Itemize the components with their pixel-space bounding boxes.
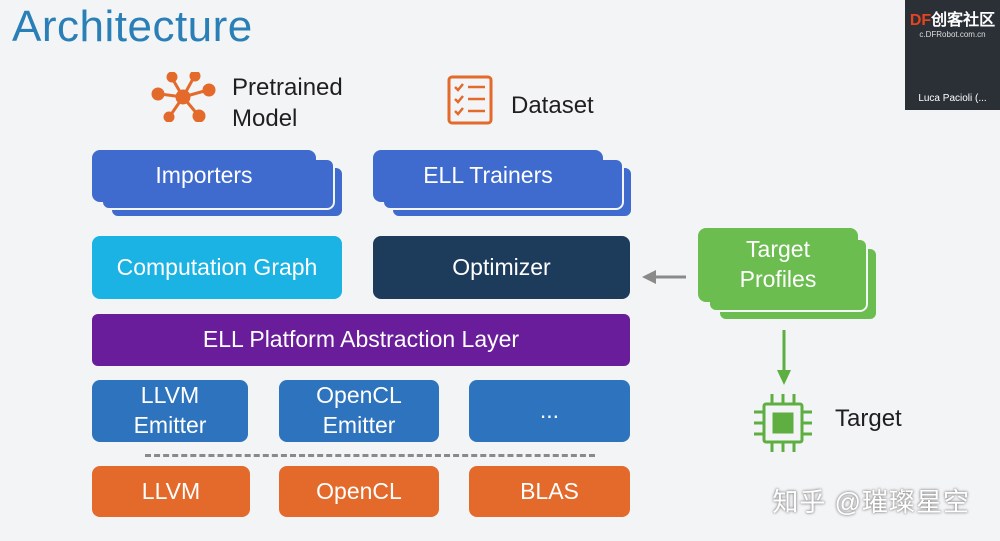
zhihu-watermark: 知乎 @璀璨星空 — [772, 487, 970, 517]
llvm-block: LLVM — [92, 466, 250, 517]
target-label: Target — [835, 405, 902, 432]
llvm-emitter-block: LLVM Emitter — [92, 380, 248, 442]
target-profiles-block: Target Profiles — [698, 228, 858, 302]
llvm-emitter-line2: Emitter — [133, 412, 207, 438]
optimizer-block: Optimizer — [373, 236, 630, 299]
dataset-label: Dataset — [511, 92, 594, 119]
llvm-emitter-line1: LLVM — [140, 382, 200, 409]
blas-block: BLAS — [469, 466, 630, 517]
opencl-block: OpenCL — [279, 466, 439, 517]
dashed-separator — [145, 454, 595, 457]
importers-block: Importers — [92, 150, 316, 202]
target-profiles-line2: Profiles — [739, 266, 817, 292]
video-thumbnail: DF创客社区 c.DFRobot.com.cn Luca Pacioli (..… — [905, 0, 1000, 110]
network-graph-icon — [151, 72, 216, 122]
logo-url: c.DFRobot.com.cn — [919, 30, 986, 39]
slide-title: Architecture — [12, 2, 253, 51]
target-profiles-line1: Target — [746, 236, 810, 263]
logo-df: DF — [909, 12, 932, 29]
arrow-down-icon — [777, 330, 791, 385]
dfrobot-logo: DF创客社区 — [905, 6, 1000, 30]
logo-text: 创客社区 — [931, 12, 996, 29]
opencl-emitter-line2: Emitter — [322, 412, 396, 438]
computation-graph-block: Computation Graph — [92, 236, 342, 299]
more-emitters-block: ... — [469, 380, 630, 442]
arrow-left-icon — [642, 270, 686, 284]
opencl-emitter-line1: OpenCL — [316, 382, 402, 409]
opencl-emitter-block: OpenCL Emitter — [279, 380, 439, 442]
chip-icon — [754, 394, 812, 452]
platform-abstraction-layer-block: ELL Platform Abstraction Layer — [92, 314, 630, 366]
pretrained-model-label: Pretrained Model — [232, 74, 343, 133]
speaker-name: Luca Pacioli (... — [918, 93, 987, 104]
checklist-icon — [447, 75, 493, 125]
ell-trainers-block: ELL Trainers — [373, 150, 603, 202]
